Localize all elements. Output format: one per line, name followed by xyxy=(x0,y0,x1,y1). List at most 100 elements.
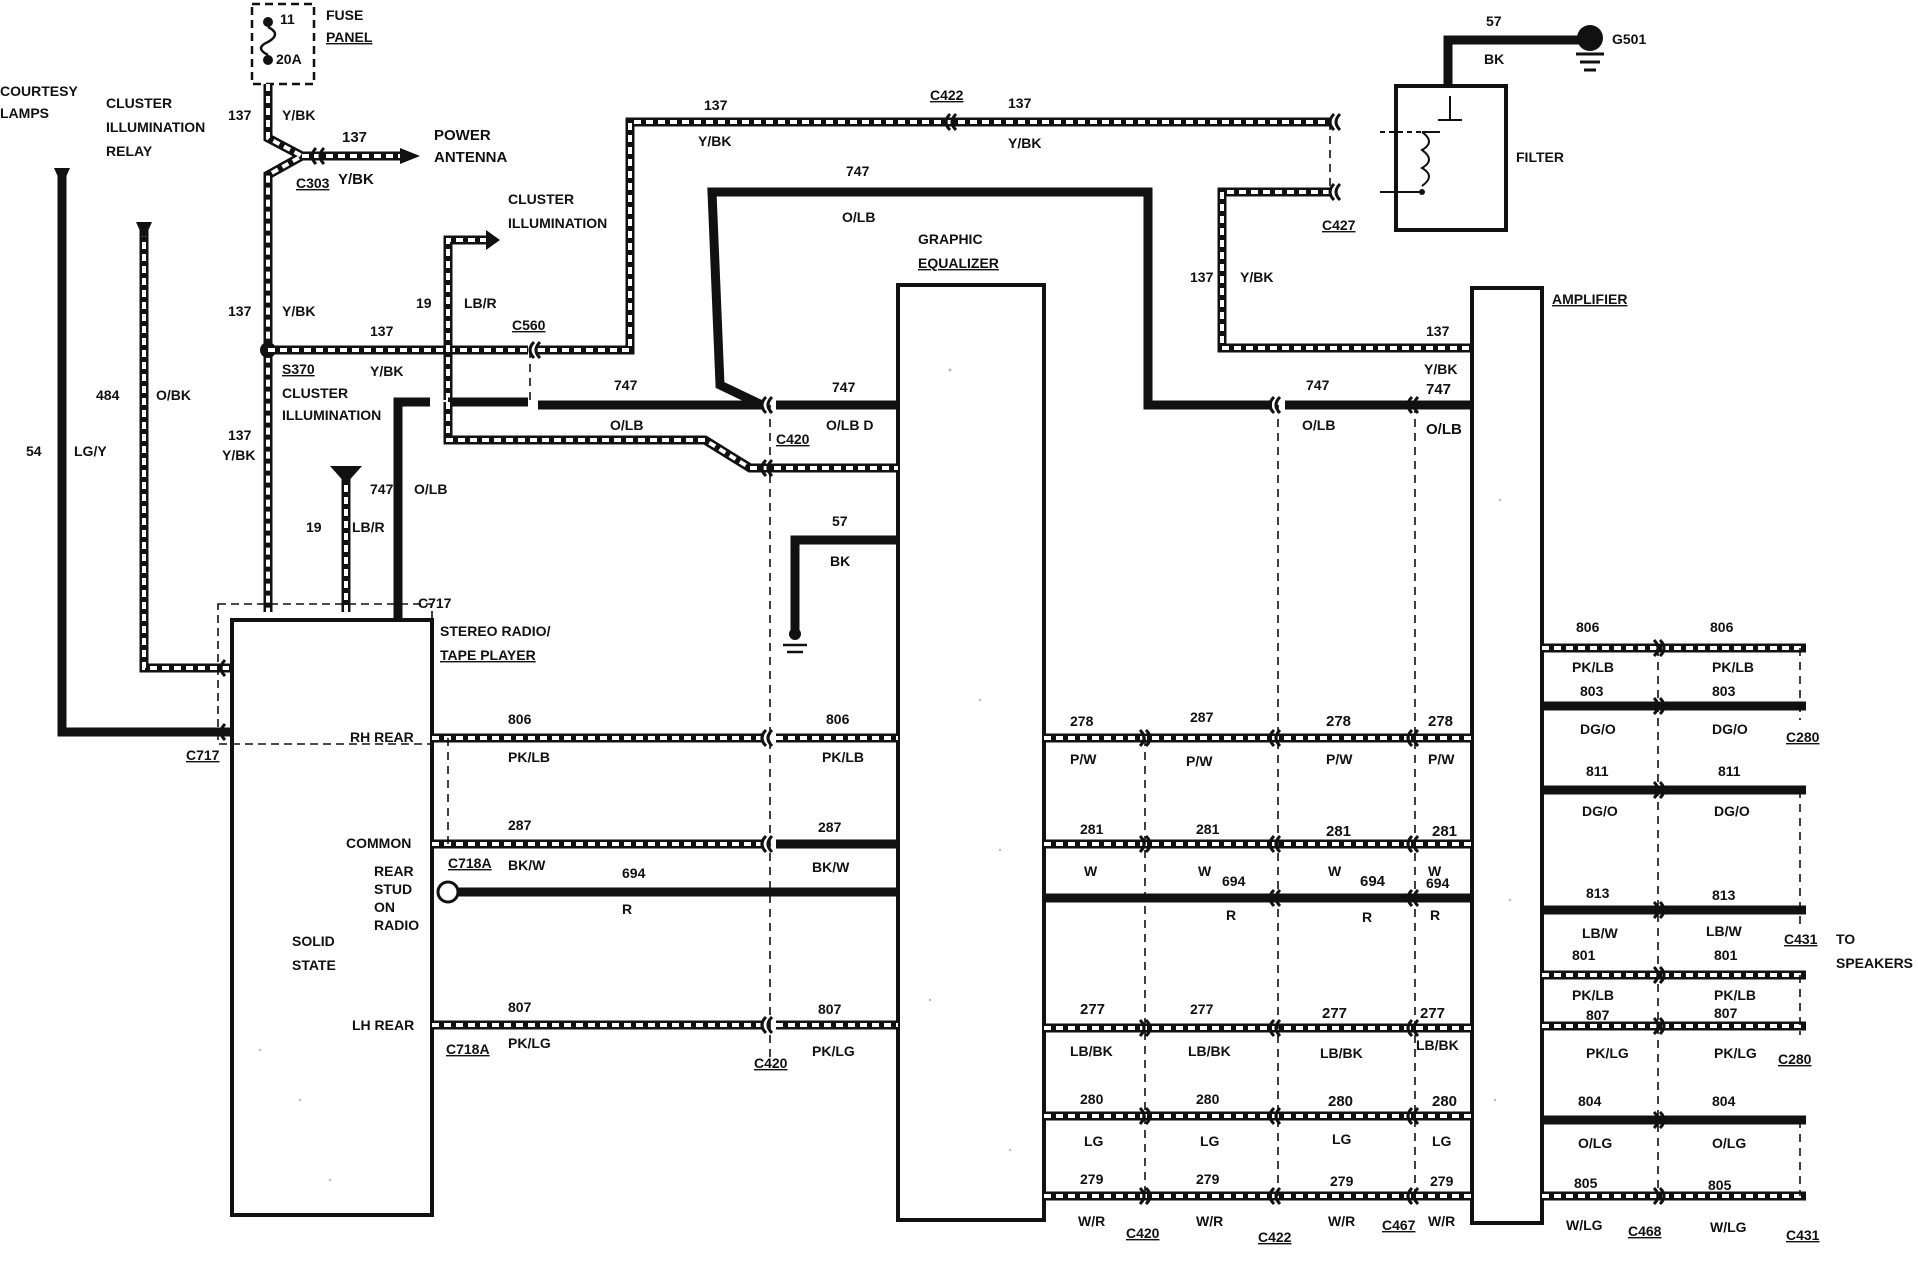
s806b-num: 806 xyxy=(1710,619,1734,635)
w280a-num: 280 xyxy=(1080,1091,1104,1107)
w279d-num: 279 xyxy=(1430,1173,1454,1189)
conn-c431-b: C431 xyxy=(1786,1227,1820,1243)
s805b-color: W/LG xyxy=(1710,1219,1747,1235)
w137-fuse-num: 137 xyxy=(228,107,252,123)
conn-c420-mid: C420 xyxy=(776,431,810,447)
courtesy-lamps-1: COURTESY xyxy=(0,83,78,99)
graphic-eq-2: EQUALIZER xyxy=(918,255,999,271)
fuse-panel-label1: FUSE xyxy=(326,7,363,23)
filter-internals xyxy=(1380,96,1462,195)
w277a-num: 277 xyxy=(1080,1001,1105,1018)
conn-c303: C303 xyxy=(296,175,330,191)
wire-137-top xyxy=(538,117,1330,355)
s803b-num: 803 xyxy=(1712,683,1736,699)
speakers-1: TO xyxy=(1836,931,1855,947)
pin-rear-2: STUD xyxy=(374,881,412,897)
wire-137-filter xyxy=(1217,187,1472,353)
s807a-color: PK/LG xyxy=(1586,1045,1629,1061)
conn-c420-b: C420 xyxy=(754,1055,788,1071)
w281d-color: W xyxy=(1428,863,1442,879)
fuse-rating: 20A xyxy=(276,51,302,67)
box-texture xyxy=(258,368,1512,1182)
w278a-color: P/W xyxy=(1070,751,1097,767)
solid-state-1: SOLID xyxy=(292,933,335,949)
w747-top-num: 747 xyxy=(846,163,870,179)
w19-top-num: 19 xyxy=(416,295,432,311)
conn-c422-top: C422 xyxy=(930,87,964,103)
pin-rear-3: ON xyxy=(374,899,395,915)
w137-splice-color: Y/BK xyxy=(282,303,315,319)
conn-c422-b: C422 xyxy=(1258,1229,1292,1245)
s804b-color: O/LG xyxy=(1712,1135,1746,1151)
cluster-illum-mid-1: CLUSTER xyxy=(282,385,348,401)
s811b-color: DG/O xyxy=(1714,803,1750,819)
w279d-color: W/R xyxy=(1428,1213,1455,1229)
radio-output-wires xyxy=(432,733,898,1030)
w277c-num: 277 xyxy=(1322,1005,1347,1022)
w807b-color: PK/LG xyxy=(812,1043,855,1059)
w19-radio-num: 19 xyxy=(306,519,322,535)
w277b-color: LB/BK xyxy=(1188,1043,1231,1059)
speakers-2: SPEAKERS xyxy=(1836,955,1913,971)
courtesy-lamps-2: LAMPS xyxy=(0,105,49,121)
wire-137-antenna xyxy=(302,148,420,164)
conn-c560: C560 xyxy=(512,317,546,333)
w54-color: LG/Y xyxy=(74,443,107,459)
s801b-color: PK/LB xyxy=(1714,987,1756,1003)
conn-c717-top: C717 xyxy=(418,595,452,611)
s811a-num: 811 xyxy=(1586,763,1609,779)
s811a-color: DG/O xyxy=(1582,803,1618,819)
w747-c560-num: 747 xyxy=(614,377,638,393)
w279a-color: W/R xyxy=(1078,1213,1105,1229)
w694d-color: R xyxy=(1430,907,1440,923)
w747-radio-color: O/LB xyxy=(414,481,447,497)
w137-top2-color: Y/BK xyxy=(1008,135,1041,151)
wire-57-eq xyxy=(783,535,898,654)
w281c-color: W xyxy=(1328,863,1342,879)
power-antenna-1: POWER xyxy=(434,127,491,144)
splice-label: S370 xyxy=(282,361,315,377)
ground-label: G501 xyxy=(1612,31,1646,47)
w277a-color: LB/BK xyxy=(1070,1043,1113,1059)
s813b-num: 813 xyxy=(1712,887,1736,903)
w280a-color: LG xyxy=(1084,1133,1104,1149)
w806b-num: 806 xyxy=(826,711,850,727)
w694b-num: 694 xyxy=(1222,873,1246,889)
w277d-color: LB/BK xyxy=(1416,1037,1459,1053)
amplifier-label: AMPLIFIER xyxy=(1552,291,1627,307)
w747-c427-color: O/LB xyxy=(1302,417,1335,433)
w137-c560-num: 137 xyxy=(370,323,394,339)
w277c-color: LB/BK xyxy=(1320,1045,1363,1061)
conn-c431-a: C431 xyxy=(1784,931,1818,947)
w281d-num: 281 xyxy=(1432,823,1457,840)
s807b-num: 807 xyxy=(1714,1005,1738,1021)
w137-ant-num: 137 xyxy=(342,129,367,146)
power-antenna-2: ANTENNA xyxy=(434,149,507,166)
conn-c467: C467 xyxy=(1382,1217,1416,1233)
radio-label-2: TAPE PLAYER xyxy=(440,647,536,663)
conn-c420-c: C420 xyxy=(1126,1225,1160,1241)
radio-dashed-box xyxy=(217,603,433,745)
w747-eq-num: 747 xyxy=(832,379,856,395)
w277d-num: 277 xyxy=(1420,1005,1445,1022)
w747-radio-num: 747 xyxy=(370,481,394,497)
cluster-illum-top-1: CLUSTER xyxy=(508,191,574,207)
w137-radio-num: 137 xyxy=(228,427,252,443)
s801b-num: 801 xyxy=(1714,947,1738,963)
equalizer-box xyxy=(896,283,1046,1222)
conn-c718a-2: C718A xyxy=(446,1041,490,1057)
conn-c280-b: C280 xyxy=(1778,1051,1812,1067)
cluster-illum-mid-2: ILLUMINATION xyxy=(282,407,381,423)
w279c-color: W/R xyxy=(1328,1213,1355,1229)
w279b-num: 279 xyxy=(1196,1171,1220,1187)
solid-state-2: STATE xyxy=(292,957,336,973)
amplifier-box xyxy=(1470,286,1544,1225)
w57-gnd-num: 57 xyxy=(1486,13,1502,29)
w137-fuse-color: Y/BK xyxy=(282,107,315,123)
s804a-num: 804 xyxy=(1578,1093,1602,1109)
w57-gnd-color: BK xyxy=(1484,51,1504,67)
conn-c468: C468 xyxy=(1628,1223,1662,1239)
pin-rear-4: RADIO xyxy=(374,917,419,933)
w807a-color: PK/LG xyxy=(508,1035,551,1051)
w280d-color: LG xyxy=(1432,1133,1452,1149)
